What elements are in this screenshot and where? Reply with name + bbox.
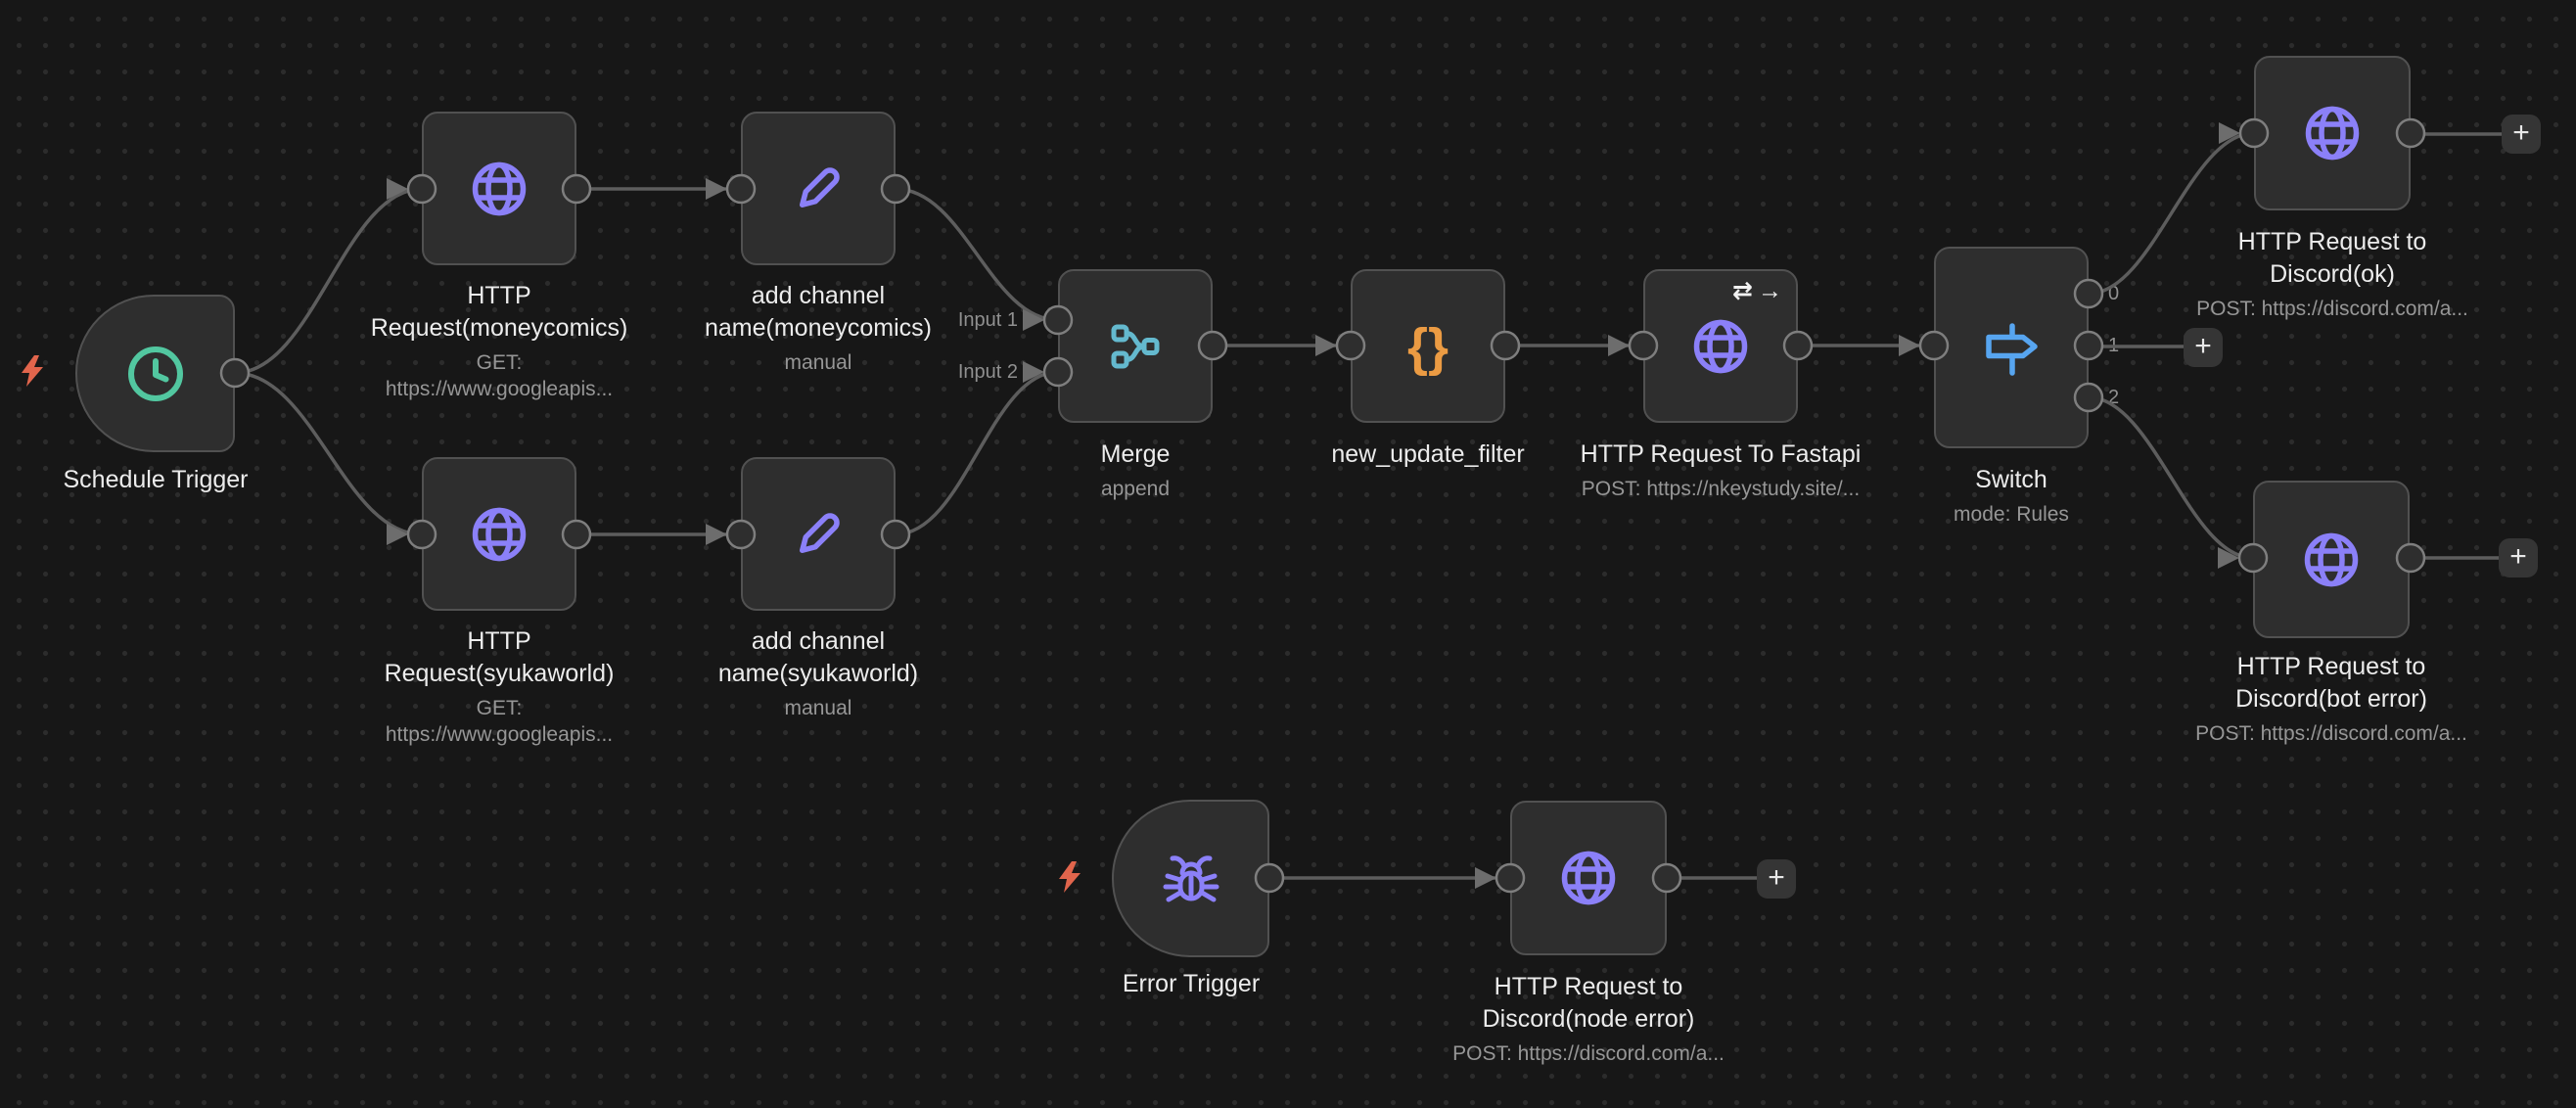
node-title: HTTP Request to Discord(node error) bbox=[1482, 973, 1695, 1033]
node-http-request-to-discord-bot-error[interactable] bbox=[2253, 481, 2410, 638]
node-http-request-moneycomics[interactable] bbox=[422, 112, 576, 265]
clock-icon bbox=[127, 346, 183, 401]
node-title: Switch bbox=[1975, 466, 2047, 493]
node-title: add channel name(moneycomics) bbox=[704, 282, 932, 342]
node-error-trigger[interactable] bbox=[1112, 800, 1269, 957]
node-subtitle: manual bbox=[784, 351, 852, 374]
node-label-merge: Merge append bbox=[1018, 439, 1253, 502]
node-label-discord-ok: HTTP Request to Discord(ok) POST: https:… bbox=[2181, 226, 2484, 322]
node-subtitle: POST: https://nkeystudy.site/... bbox=[1581, 478, 1861, 500]
node-label-discord-node-error: HTTP Request to Discord(node error) POST… bbox=[1437, 971, 1740, 1067]
globe-icon bbox=[472, 507, 527, 561]
merge-icon bbox=[1111, 324, 1160, 368]
node-new-update-filter[interactable]: {} bbox=[1351, 269, 1505, 423]
trigger-lightning-icon bbox=[1059, 861, 1081, 893]
node-label-http-syukaworld: HTTP Request(syukaworld) GET: https://ww… bbox=[367, 625, 631, 748]
globe-icon bbox=[1693, 319, 1748, 373]
node-title: HTTP Request to Discord(bot error) bbox=[2235, 653, 2427, 713]
globe-icon bbox=[1561, 851, 1616, 905]
node-subtitle: POST: https://discord.com/a... bbox=[2195, 722, 2467, 745]
node-http-request-to-fastapi[interactable]: ⇄ → bbox=[1643, 269, 1798, 423]
node-title: Schedule Trigger bbox=[63, 466, 249, 493]
node-subtitle: mode: Rules bbox=[1954, 503, 2069, 526]
node-http-request-to-discord-node-error[interactable] bbox=[1510, 801, 1667, 955]
merge-input2-label: Input 2 bbox=[957, 361, 1018, 383]
add-node-button[interactable]: + bbox=[2502, 115, 2541, 154]
node-label-http-fastapi: HTTP Request To Fastapi POST: https://nk… bbox=[1505, 439, 1936, 502]
globe-icon bbox=[2304, 532, 2359, 586]
pencil-icon bbox=[799, 512, 840, 553]
switch-output-2-label: 2 bbox=[2108, 387, 2120, 408]
node-subtitle: POST: https://discord.com/a... bbox=[2196, 298, 2468, 320]
node-add-channel-name-moneycomics[interactable] bbox=[741, 112, 896, 265]
node-title: HTTP Request To Fastapi bbox=[1580, 440, 1862, 468]
node-merge[interactable] bbox=[1058, 269, 1213, 423]
svg-text:{}: {} bbox=[1407, 318, 1449, 377]
node-title: HTTP Request(syukaworld) bbox=[384, 627, 615, 687]
retry-on-fail-icon: ⇄ bbox=[1732, 277, 1755, 304]
globe-icon bbox=[472, 162, 527, 215]
node-label-error-trigger: Error Trigger bbox=[1044, 968, 1338, 1000]
node-label-schedule-trigger: Schedule Trigger bbox=[0, 464, 351, 496]
switch-signpost-icon bbox=[1986, 323, 2038, 376]
node-http-request-to-discord-ok[interactable] bbox=[2254, 56, 2411, 210]
merge-input1-label: Input 1 bbox=[957, 309, 1018, 331]
add-node-button[interactable]: + bbox=[2499, 538, 2538, 577]
globe-icon bbox=[2305, 106, 2360, 161]
node-add-channel-name-syukaworld[interactable] bbox=[741, 457, 896, 611]
trigger-lightning-icon bbox=[22, 355, 43, 387]
add-node-button[interactable]: + bbox=[1757, 859, 1796, 899]
node-title: Merge bbox=[1100, 440, 1171, 468]
node-title: HTTP Request to Discord(ok) bbox=[2237, 228, 2427, 288]
node-title: Error Trigger bbox=[1122, 970, 1261, 997]
node-label-add-channel-moneycomics: add channel name(moneycomics) manual bbox=[681, 280, 955, 376]
node-subtitle: append bbox=[1100, 478, 1171, 500]
node-title: add channel name(syukaworld) bbox=[717, 627, 919, 687]
switch-output-0-label: 0 bbox=[2108, 283, 2120, 304]
code-braces-icon: {} bbox=[1407, 318, 1449, 377]
node-label-add-channel-syukaworld: add channel name(syukaworld) manual bbox=[681, 625, 955, 721]
switch-output-1-label: 1 bbox=[2108, 335, 2120, 356]
node-subtitle: manual bbox=[784, 697, 852, 719]
node-title: HTTP Request(moneycomics) bbox=[370, 282, 628, 342]
node-subtitle: POST: https://discord.com/a... bbox=[1452, 1042, 1725, 1065]
node-http-request-syukaworld[interactable] bbox=[422, 457, 576, 611]
node-label-discord-bot-error: HTTP Request to Discord(bot error) POST:… bbox=[2180, 651, 2483, 747]
node-title: new_update_filter bbox=[1331, 440, 1525, 468]
node-subtitle: GET: https://www.googleapis... bbox=[385, 351, 614, 400]
continue-on-error-icon: → bbox=[1758, 277, 1784, 304]
add-node-button[interactable]: + bbox=[2184, 328, 2223, 367]
node-switch[interactable] bbox=[1934, 247, 2089, 448]
node-schedule-trigger[interactable] bbox=[75, 295, 235, 452]
node-subtitle: GET: https://www.googleapis... bbox=[385, 697, 614, 746]
node-label-new-update-filter: new_update_filter bbox=[1252, 439, 1604, 471]
bug-icon bbox=[1163, 854, 1219, 901]
node-label-switch: Switch mode: Rules bbox=[1864, 464, 2158, 528]
node-label-http-moneycomics: HTTP Request(moneycomics) GET: https://w… bbox=[367, 280, 631, 402]
pencil-icon bbox=[799, 166, 840, 208]
